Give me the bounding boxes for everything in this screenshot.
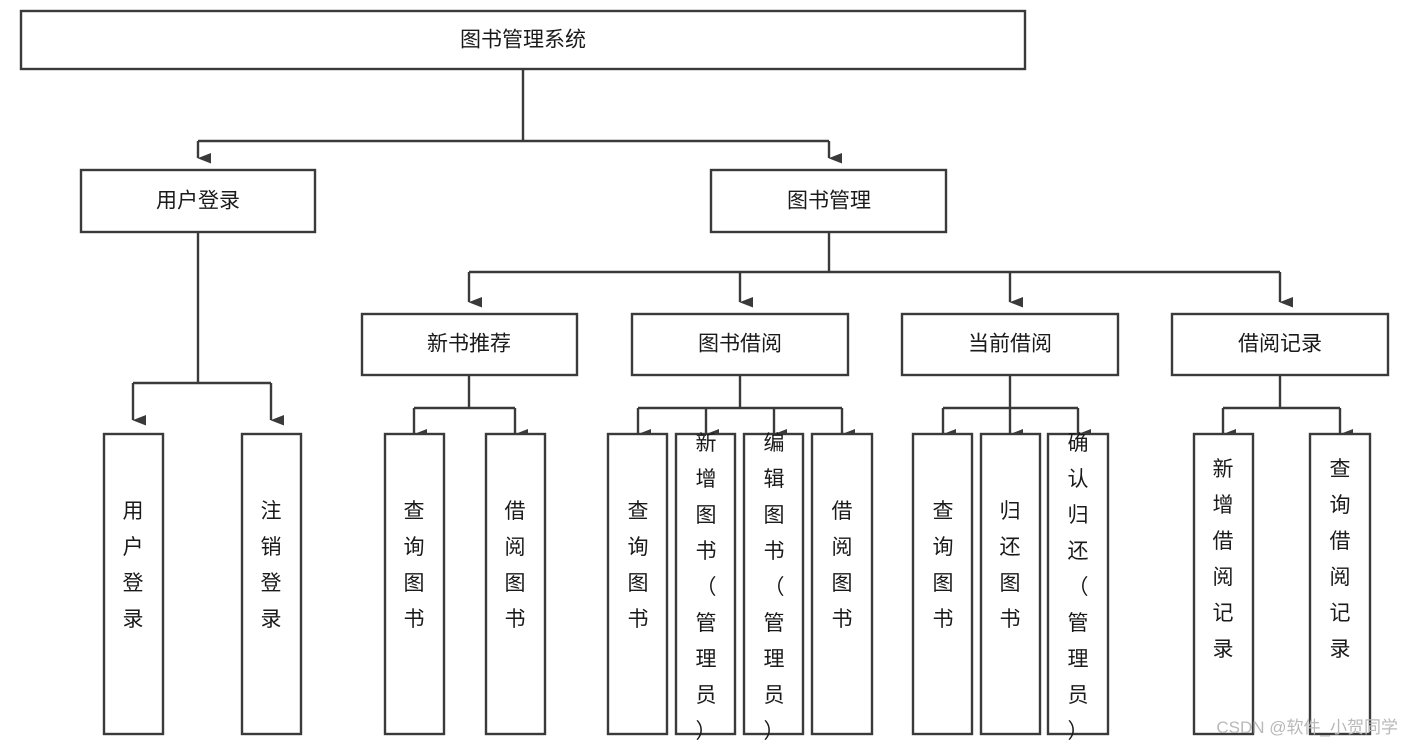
node-leaf-query-book-borrow-box xyxy=(606,432,669,736)
node-book-borrow-label: 图书借阅 xyxy=(698,333,782,356)
node-leaf-edit-book-admin-box xyxy=(742,432,805,736)
node-new-book-recommend-label: 新书推荐 xyxy=(427,333,511,356)
node-current-borrow-box xyxy=(900,312,1120,377)
connector-user-login-to-leaves xyxy=(131,232,284,426)
node-leaf-add-book-admin[interactable]: 新增图书（管理员） xyxy=(674,432,737,743)
node-leaf-user-login-box xyxy=(102,432,165,736)
node-leaf-edit-book-admin-label: 编辑图书（管理员） xyxy=(764,432,785,743)
node-leaf-borrow-book-label: 借阅图书 xyxy=(832,500,853,631)
node-leaf-return-book-label: 归还图书 xyxy=(1000,500,1021,631)
node-user-login-label: 用户登录 xyxy=(156,190,240,213)
node-book-management-label: 图书管理 xyxy=(787,190,871,213)
node-book-borrow-box xyxy=(630,312,850,377)
node-leaf-add-book-admin-box xyxy=(674,432,737,736)
node-leaf-add-borrow-record-box xyxy=(1192,432,1255,736)
node-leaf-query-book-current[interactable]: 查询图书 xyxy=(911,432,974,736)
node-leaf-query-book-current-box xyxy=(911,432,974,736)
node-leaf-return-book[interactable]: 归还图书 xyxy=(979,432,1042,736)
node-root-system-box xyxy=(19,9,1027,71)
node-new-book-recommend-box xyxy=(360,312,579,377)
node-leaf-confirm-return-admin-label: 确认归还（管理员） xyxy=(1068,432,1089,743)
node-current-borrow[interactable]: 当前借阅 xyxy=(900,312,1120,377)
node-leaf-return-book-box xyxy=(979,432,1042,736)
node-root-system-label: 图书管理系统 xyxy=(460,29,586,52)
node-current-borrow-label: 当前借阅 xyxy=(968,333,1052,356)
node-borrow-record[interactable]: 借阅记录 xyxy=(1170,312,1390,377)
node-leaf-query-book-borrow[interactable]: 查询图书 xyxy=(606,432,669,736)
node-root-system[interactable]: 图书管理系统 xyxy=(19,9,1027,71)
node-leaf-add-book-admin-label: 新增图书（管理员） xyxy=(696,432,717,743)
node-book-borrow[interactable]: 图书借阅 xyxy=(630,312,850,377)
csdn-watermark: CSDN @软件_小贺同学 xyxy=(1216,718,1398,737)
node-leaf-borrow-book-recommend[interactable]: 借阅图书 xyxy=(484,432,547,736)
node-leaf-logout-box xyxy=(240,432,303,736)
node-leaf-borrow-book-box xyxy=(810,432,874,736)
node-borrow-record-label: 借阅记录 xyxy=(1238,333,1322,356)
connector-borrow-record-to-leaves xyxy=(1221,375,1353,440)
node-leaf-user-login[interactable]: 用户登录 xyxy=(102,432,165,736)
node-leaf-query-borrow-record[interactable]: 查询借阅记录 xyxy=(1308,432,1372,736)
node-leaf-add-borrow-record-label: 新增借阅记录 xyxy=(1213,458,1234,661)
node-leaf-query-book-recommend-box xyxy=(383,432,446,736)
connector-new-book-to-leaves xyxy=(412,375,528,440)
node-leaf-query-book-borrow-label: 查询图书 xyxy=(628,500,649,631)
connector-root-to-level2 xyxy=(196,69,842,164)
node-leaf-query-book-recommend[interactable]: 查询图书 xyxy=(383,432,446,736)
node-leaf-query-book-recommend-label: 查询图书 xyxy=(404,500,425,631)
node-leaf-borrow-book-recommend-label: 借阅图书 xyxy=(505,500,526,631)
connector-current-borrow-to-leaves xyxy=(941,375,1091,440)
node-leaf-edit-book-admin[interactable]: 编辑图书（管理员） xyxy=(742,432,805,743)
connector-book-mgmt-to-level3 xyxy=(467,232,1293,308)
node-leaf-confirm-return-admin-box xyxy=(1046,432,1110,736)
node-new-book-recommend[interactable]: 新书推荐 xyxy=(360,312,579,377)
node-leaf-add-borrow-record[interactable]: 新增借阅记录 xyxy=(1192,432,1255,736)
node-leaf-query-borrow-record-label: 查询借阅记录 xyxy=(1330,458,1351,661)
node-leaf-user-login-label: 用户登录 xyxy=(123,500,144,631)
node-user-login[interactable]: 用户登录 xyxy=(79,168,317,234)
node-borrow-record-box xyxy=(1170,312,1390,377)
node-leaf-confirm-return-admin[interactable]: 确认归还（管理员） xyxy=(1046,432,1110,743)
node-leaf-query-book-current-label: 查询图书 xyxy=(933,500,954,631)
node-leaf-logout[interactable]: 注销登录 xyxy=(240,432,303,736)
node-book-management-box xyxy=(709,168,948,234)
connector-book-borrow-to-leaves xyxy=(636,375,855,440)
node-leaf-query-borrow-record-box xyxy=(1308,432,1372,736)
node-leaf-borrow-book[interactable]: 借阅图书 xyxy=(810,432,874,736)
node-leaf-logout-label: 注销登录 xyxy=(261,500,282,631)
node-leaf-borrow-book-recommend-box xyxy=(484,432,547,736)
node-user-login-box xyxy=(79,168,317,234)
node-book-management[interactable]: 图书管理 xyxy=(709,168,948,234)
